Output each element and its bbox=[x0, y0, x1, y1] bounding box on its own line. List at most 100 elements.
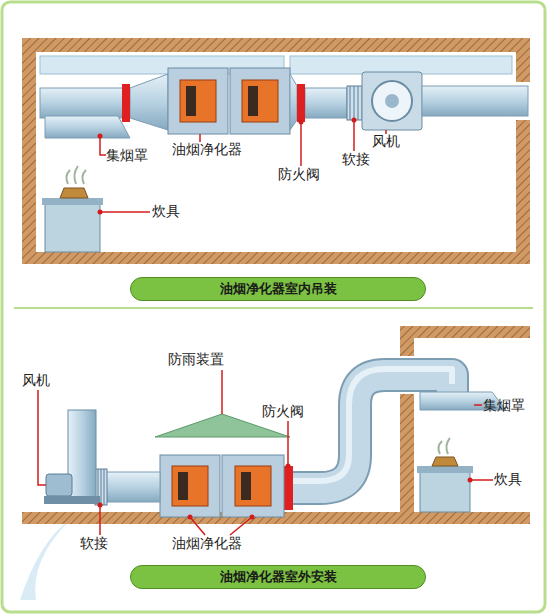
outdoor-duct-system bbox=[44, 369, 506, 517]
roof bbox=[400, 326, 530, 338]
fan-motor bbox=[46, 474, 72, 496]
leader-line bbox=[474, 404, 482, 406]
purifier-unit bbox=[168, 68, 228, 134]
leader-dot bbox=[188, 515, 193, 520]
purifier-window bbox=[235, 466, 271, 506]
outdoor-stove bbox=[417, 438, 473, 512]
leader-dot bbox=[250, 515, 255, 520]
wall bbox=[22, 38, 36, 262]
purifier-unit bbox=[160, 455, 220, 517]
ceiling bbox=[22, 38, 530, 52]
part-label: 炊具 bbox=[152, 203, 180, 220]
leader-dots bbox=[98, 464, 473, 520]
part-label: 防火阀 bbox=[262, 403, 304, 420]
leader-line bbox=[287, 421, 289, 466]
part-label: 风机 bbox=[372, 133, 400, 150]
steam bbox=[438, 438, 450, 454]
leader-dot bbox=[286, 464, 291, 469]
leader-line bbox=[353, 120, 355, 151]
part-label: 炊具 bbox=[494, 471, 522, 488]
pot bbox=[432, 457, 458, 466]
caption-band: 油烟净化器室外安装 bbox=[130, 565, 426, 589]
purifier-window bbox=[172, 466, 208, 506]
part-label: 集烟罩 bbox=[106, 147, 148, 164]
wall bbox=[516, 38, 530, 82]
panel-divider bbox=[14, 307, 533, 309]
caption-text: 油烟净化器室外安装 bbox=[220, 568, 337, 586]
purifier-slot bbox=[186, 86, 196, 116]
stove-top bbox=[42, 198, 103, 205]
purifier-window bbox=[180, 80, 216, 122]
leader-dots bbox=[98, 118, 357, 215]
leader-dot bbox=[468, 478, 473, 483]
leader-line bbox=[38, 390, 46, 485]
leader-line bbox=[199, 134, 201, 142]
part-label: 防火阀 bbox=[278, 166, 320, 183]
wall bbox=[400, 326, 414, 356]
duct bbox=[105, 472, 160, 502]
wall bbox=[516, 120, 530, 262]
part-label: 软接 bbox=[342, 151, 370, 168]
bellows bbox=[350, 86, 358, 120]
soft-joint bbox=[347, 86, 362, 120]
stove-body bbox=[420, 472, 470, 512]
leader-lines bbox=[100, 120, 386, 212]
decor-swoosh bbox=[20, 520, 70, 600]
floor bbox=[22, 252, 530, 264]
leader-dot bbox=[98, 210, 103, 215]
smoke-hood bbox=[45, 116, 130, 138]
indoor-building bbox=[22, 38, 530, 264]
caption-text: 油烟净化器室内吊装 bbox=[220, 280, 337, 298]
fan-hub bbox=[385, 94, 399, 108]
part-label: 油烟净化器 bbox=[172, 535, 242, 552]
leader-dot bbox=[98, 503, 103, 508]
stove-top bbox=[417, 466, 473, 473]
fire-damper bbox=[297, 84, 305, 122]
purifier-slot bbox=[248, 86, 258, 116]
leader-line bbox=[300, 122, 302, 166]
purifier-slot bbox=[241, 472, 251, 500]
leader-dot bbox=[352, 118, 357, 123]
reducer bbox=[290, 74, 297, 130]
leader-line bbox=[100, 136, 106, 155]
fan-wheel bbox=[372, 81, 412, 121]
leader-line bbox=[99, 505, 101, 535]
part-label: 软接 bbox=[80, 535, 108, 552]
part-label: 集烟罩 bbox=[483, 397, 525, 414]
outdoor-building bbox=[22, 326, 530, 524]
duct bbox=[422, 86, 528, 116]
fire-damper bbox=[284, 466, 293, 510]
leader-line bbox=[470, 479, 493, 481]
indoor-stove bbox=[42, 166, 103, 252]
reducer bbox=[130, 74, 168, 130]
pot bbox=[60, 188, 88, 198]
part-label: 防雨装置 bbox=[168, 351, 224, 368]
leader-line bbox=[100, 211, 150, 213]
purifier-window bbox=[242, 80, 278, 122]
duct bbox=[40, 88, 124, 118]
leader-lines bbox=[38, 370, 493, 535]
duct-highlight bbox=[292, 369, 452, 481]
part-label: 风机 bbox=[22, 372, 50, 389]
fan-housing bbox=[362, 72, 422, 130]
flange bbox=[122, 84, 130, 122]
part-label: 油烟净化器 bbox=[172, 141, 242, 158]
duct bbox=[305, 88, 347, 118]
purifier-slot bbox=[178, 472, 188, 500]
purifier-unit bbox=[222, 455, 284, 517]
leader-dot bbox=[299, 120, 304, 125]
indoor-duct-system bbox=[40, 68, 528, 138]
caption-band: 油烟净化器室内吊装 bbox=[130, 277, 426, 301]
wall bbox=[400, 394, 414, 514]
leader-line bbox=[221, 370, 223, 414]
steam bbox=[66, 166, 86, 184]
purifier-unit bbox=[230, 68, 290, 134]
leader-line bbox=[190, 517, 252, 535]
leader-dot bbox=[98, 134, 103, 139]
stove-body bbox=[45, 204, 100, 252]
ceiling-panel bbox=[290, 56, 512, 74]
fan-base bbox=[44, 496, 100, 504]
